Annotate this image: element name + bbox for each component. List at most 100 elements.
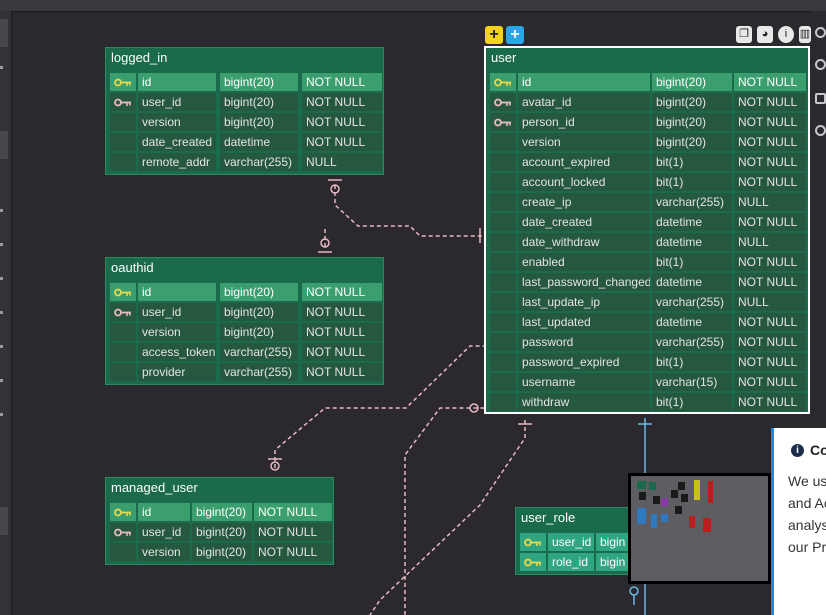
copy-icon[interactable]: ❐ (736, 26, 752, 43)
column-nullability: NOT NULL (302, 73, 382, 91)
table-name[interactable]: user_role (521, 510, 576, 525)
table-name[interactable]: logged_in (111, 50, 168, 65)
column-type: bit(1) (652, 253, 732, 271)
primary-key-icon (520, 533, 546, 551)
add-blue-button[interactable]: + (506, 26, 524, 44)
cookie-text-line: We us (788, 473, 826, 489)
primary-key-icon (490, 73, 516, 91)
palette-icon[interactable]: ◕ (757, 26, 773, 43)
key-cell (110, 133, 136, 151)
column-type: varchar(255) (652, 193, 732, 211)
foreign-key-icon (490, 93, 516, 111)
column-nullability: NOT NULL (734, 213, 806, 231)
column-name: id (138, 73, 216, 91)
share-icon[interactable] (815, 125, 826, 136)
fullscreen-icon[interactable] (815, 27, 826, 38)
key-cell (490, 193, 516, 211)
search-icon[interactable] (815, 59, 826, 70)
tool-marker (0, 277, 3, 280)
tool-button[interactable] (0, 19, 8, 47)
notes-icon[interactable] (815, 93, 826, 104)
delete-icon[interactable]: ▥ (799, 26, 811, 43)
key-cell (490, 273, 516, 291)
column-type: bit(1) (652, 153, 732, 171)
key-cell (490, 333, 516, 351)
key-cell (110, 113, 136, 131)
column-type: datetime (652, 233, 732, 251)
column-type: bigin (596, 553, 630, 571)
table-name[interactable]: oauthid (111, 260, 154, 275)
column-name: date_withdraw (518, 233, 650, 251)
key-cell (490, 373, 516, 391)
table-name[interactable]: managed_user (111, 480, 198, 495)
key-cell (110, 323, 136, 341)
column-name: version (138, 543, 190, 561)
tool-button[interactable] (0, 131, 8, 159)
minimap[interactable] (628, 473, 771, 584)
cookie-text-line: analys (788, 517, 826, 533)
table-name[interactable]: user (491, 50, 517, 65)
column-nullability: NOT NULL (734, 93, 806, 111)
column-type: bit(1) (652, 173, 732, 191)
column-name: password (518, 333, 650, 351)
column-type: bigint(20) (220, 283, 298, 301)
column-nullability: NOT NULL (302, 303, 382, 321)
column-nullability: NOT NULL (302, 283, 382, 301)
cookie-text-line[interactable]: our Pr (788, 539, 826, 555)
foreign-key-icon (490, 113, 516, 131)
column-name: password_expired (518, 353, 650, 371)
column-type: varchar(255) (652, 333, 732, 351)
column-name: id (138, 503, 190, 521)
column-name: date_created (138, 133, 216, 151)
column-type: bigint(20) (220, 303, 298, 321)
relation-logged_in-user (334, 185, 485, 237)
column-nullability: NOT NULL (734, 73, 806, 91)
info-icon[interactable]: i (778, 26, 794, 43)
tool-button[interactable] (0, 507, 8, 535)
tool-marker (0, 311, 3, 314)
key-cell (490, 133, 516, 151)
add-yellow-button[interactable]: + (485, 26, 503, 44)
column-nullability: NOT NULL (302, 93, 382, 111)
column-name: version (138, 113, 216, 131)
key-cell (490, 233, 516, 251)
info-icon: i (791, 444, 804, 457)
